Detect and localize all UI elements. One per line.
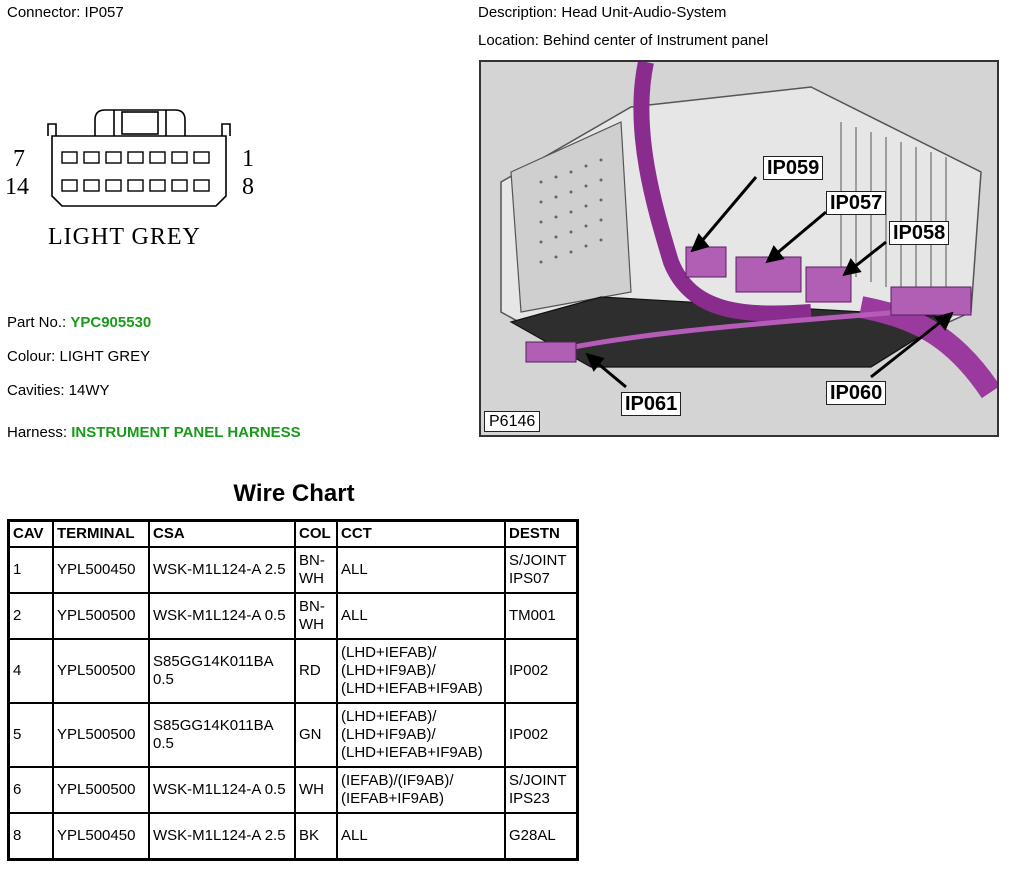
table-row: 6 YPL500500 WSK-M1L124-A 0.5 WH (IEFAB)/…	[7, 766, 579, 814]
cell-terminal: YPL500450	[52, 812, 150, 860]
wire-chart-table: CAV TERMINAL CSA COL CCT DESTN 1 YPL5004…	[7, 519, 579, 861]
cell-terminal: YPL500500	[52, 638, 150, 704]
part-number-label: Part No.:	[7, 314, 67, 331]
cavities: Cavities: 14WY	[7, 382, 110, 399]
column-header-cav: CAV	[7, 519, 54, 548]
cell-cct: (IEFAB)/(IF9AB)/ (IEFAB+IF9AB)	[336, 766, 506, 814]
table-row: 5 YPL500500 S85GG14K011BA 0.5 GN (LHD+IE…	[7, 702, 579, 768]
callout-ip061: IP061	[621, 392, 682, 416]
cell-cct: ALL	[336, 546, 506, 594]
cell-csa: S85GG14K011BA 0.5	[148, 638, 296, 704]
connector-face-diagram: 7 14 1 8 LIGHT GREY	[5, 100, 270, 260]
cell-cav: 4	[7, 638, 54, 704]
column-header-csa: CSA	[148, 519, 296, 548]
colour: Colour: LIGHT GREY	[7, 348, 151, 365]
connector-colour-label: LIGHT GREY	[48, 224, 201, 250]
cell-cct: (LHD+IEFAB)/ (LHD+IF9AB)/ (LHD+IEFAB+IF9…	[336, 702, 506, 768]
cell-destn: S/JOINT IPS23	[504, 766, 579, 814]
column-header-terminal: TERMINAL	[52, 519, 150, 548]
cavity	[61, 151, 78, 164]
harness-value: INSTRUMENT PANEL HARNESS	[71, 424, 301, 441]
cavity	[149, 151, 166, 164]
cavity	[127, 151, 144, 164]
cell-cct: ALL	[336, 592, 506, 640]
cell-destn: G28AL	[504, 812, 579, 860]
cell-col: BN-WH	[294, 546, 338, 594]
cell-csa: S85GG14K011BA 0.5	[148, 702, 296, 768]
cell-csa: WSK-M1L124-A 0.5	[148, 592, 296, 640]
cell-destn: TM001	[504, 592, 579, 640]
cell-col: GN	[294, 702, 338, 768]
head-unit-illustration	[481, 62, 997, 435]
part-number-value: YPC905530	[70, 314, 152, 331]
cell-csa: WSK-M1L124-A 2.5	[148, 546, 296, 594]
wire-chart-title: Wire Chart	[233, 480, 355, 507]
cell-destn: IP002	[504, 702, 579, 768]
description: Description: Head Unit-Audio-System	[478, 4, 727, 21]
photo-code: P6146	[484, 411, 541, 432]
cell-cav: 1	[7, 546, 54, 594]
column-header-col: COL	[294, 519, 338, 548]
cell-terminal: YPL500500	[52, 766, 150, 814]
harness-label: Harness:	[7, 424, 68, 441]
column-header-cct: CCT	[336, 519, 506, 548]
cell-csa: WSK-M1L124-A 2.5	[148, 812, 296, 860]
location-photo: IP059 IP057 IP058 IP061 IP060 P6146	[479, 60, 999, 437]
cavity	[83, 151, 100, 164]
callout-ip060: IP060	[826, 381, 887, 405]
cavity	[171, 179, 188, 192]
cell-cct: (LHD+IEFAB)/ (LHD+IF9AB)/ (LHD+IEFAB+IF9…	[336, 638, 506, 704]
cavity	[127, 179, 144, 192]
cavity	[149, 179, 166, 192]
cell-cct: ALL	[336, 812, 506, 860]
cell-terminal: YPL500500	[52, 592, 150, 640]
table-row: 8 YPL500450 WSK-M1L124-A 2.5 BK ALL G28A…	[7, 812, 579, 860]
cavity	[193, 179, 210, 192]
table-row: 2 YPL500500 WSK-M1L124-A 0.5 BN-WH ALL T…	[7, 592, 579, 640]
callout-ip059: IP059	[763, 156, 824, 180]
callout-ip057: IP057	[826, 191, 887, 215]
cell-destn: IP002	[504, 638, 579, 704]
cavity	[105, 151, 122, 164]
column-header-destn: DESTN	[504, 519, 579, 548]
location: Location: Behind center of Instrument pa…	[478, 32, 769, 49]
table-row: 1 YPL500450 WSK-M1L124-A 2.5 BN-WH ALL S…	[7, 546, 579, 594]
cell-terminal: YPL500500	[52, 702, 150, 768]
harness: Harness: INSTRUMENT PANEL HARNESS	[7, 424, 301, 441]
part-number: Part No.: YPC905530	[7, 314, 151, 331]
cell-terminal: YPL500450	[52, 546, 150, 594]
pin-label-7: 7	[13, 146, 25, 172]
cavity	[61, 179, 78, 192]
cell-col: BN-WH	[294, 592, 338, 640]
cell-cav: 2	[7, 592, 54, 640]
cavity	[83, 179, 100, 192]
cell-col: BK	[294, 812, 338, 860]
cell-cav: 5	[7, 702, 54, 768]
cell-cav: 8	[7, 812, 54, 860]
cavity	[105, 179, 122, 192]
connector-outline	[47, 109, 231, 207]
table-header-row: CAV TERMINAL CSA COL CCT DESTN	[7, 519, 579, 548]
cavity	[171, 151, 188, 164]
callout-ip058: IP058	[889, 221, 950, 245]
cell-col: WH	[294, 766, 338, 814]
pin-label-8: 8	[242, 174, 254, 200]
cell-col: RD	[294, 638, 338, 704]
cell-cav: 6	[7, 766, 54, 814]
cell-csa: WSK-M1L124-A 0.5	[148, 766, 296, 814]
cavity	[193, 151, 210, 164]
connector-id: Connector: IP057	[7, 4, 124, 21]
pin-label-1: 1	[242, 146, 254, 172]
cell-destn: S/JOINT IPS07	[504, 546, 579, 594]
table-row: 4 YPL500500 S85GG14K011BA 0.5 RD (LHD+IE…	[7, 638, 579, 704]
pin-label-14: 14	[5, 174, 29, 200]
